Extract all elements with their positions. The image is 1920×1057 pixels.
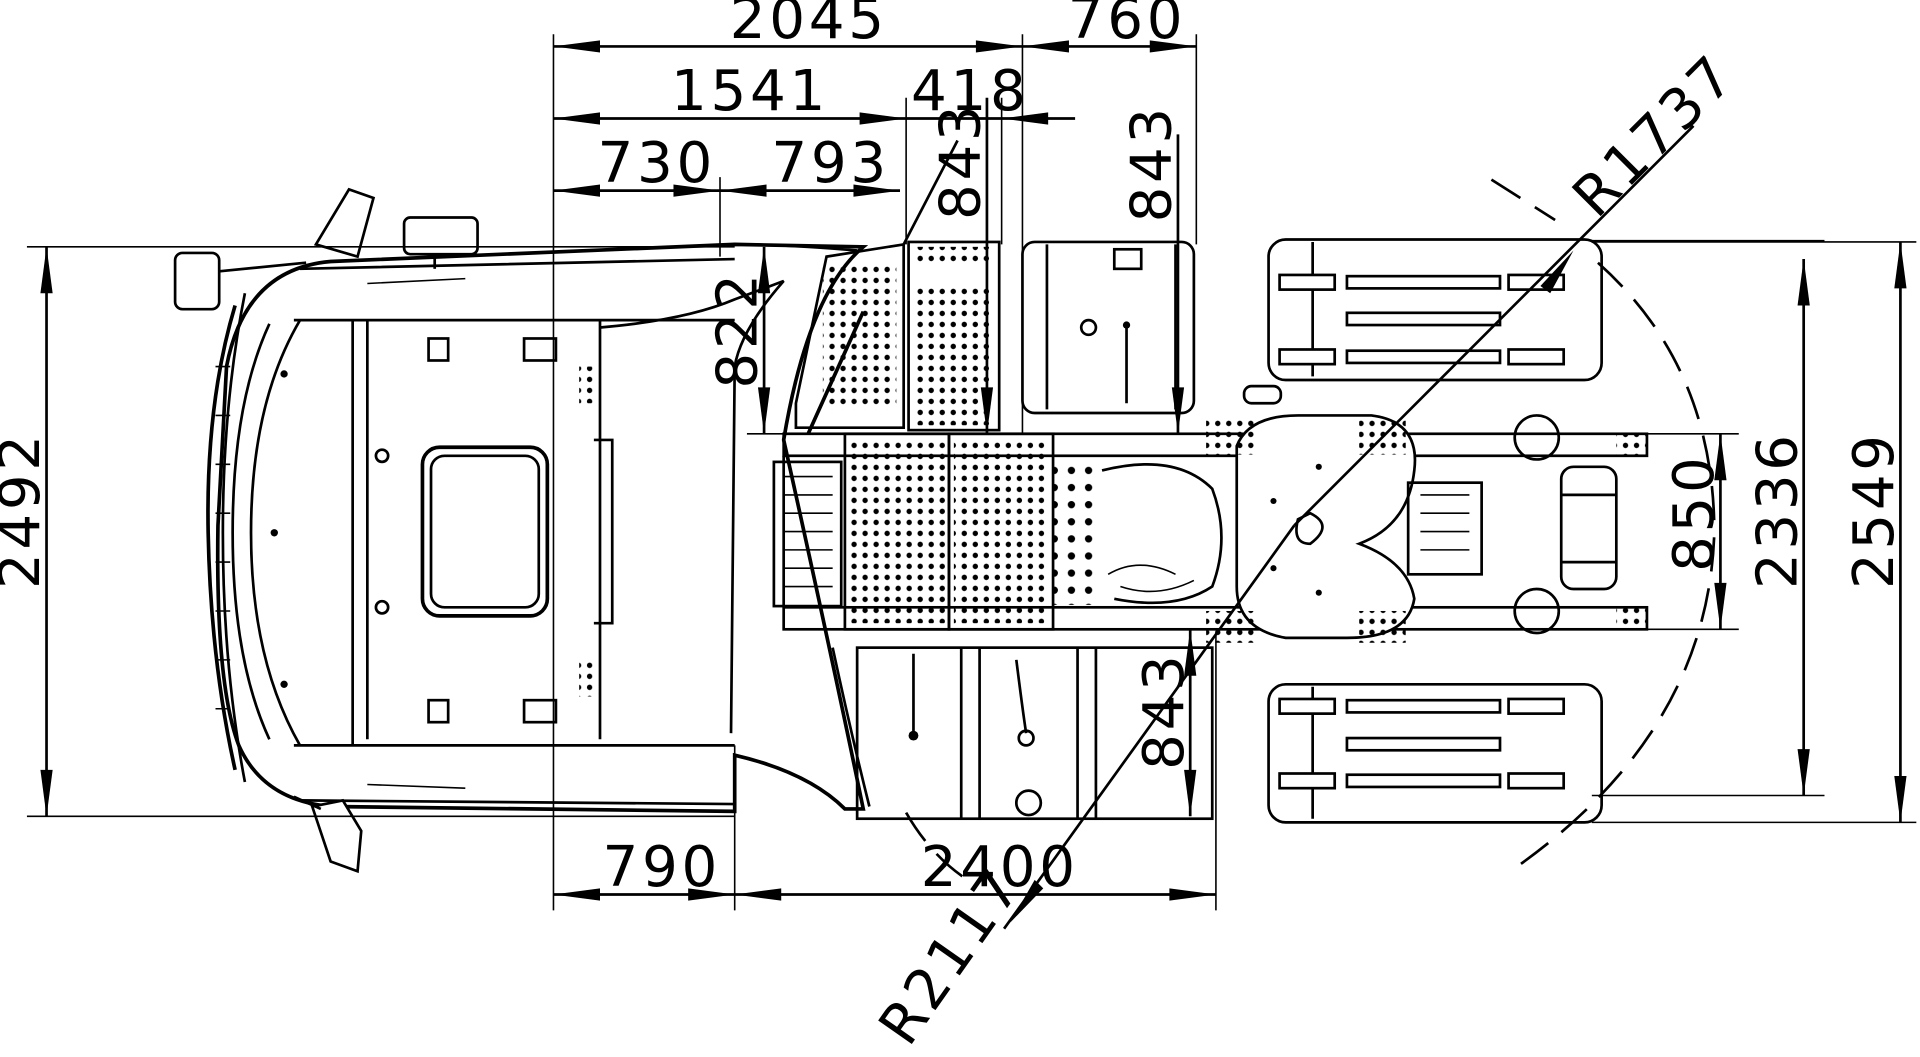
fifth-wheel (1206, 384, 1417, 643)
dim-730: 730 (598, 131, 716, 196)
mirror-right (293, 795, 363, 874)
dim-790: 790 (602, 835, 720, 900)
dim-2492: 2492 (0, 431, 53, 589)
dim-2549: 2549 (1842, 431, 1907, 589)
dim-760: 760 (1068, 0, 1186, 52)
dimension-lines (26, 34, 1917, 930)
battery-box (794, 240, 1001, 435)
dim-843-bottom: 843 (1132, 652, 1197, 770)
fuel-tank-upper (1021, 240, 1196, 415)
cab (206, 242, 869, 814)
walkway-plates (843, 432, 1096, 631)
rear-wheel-left (1267, 238, 1603, 382)
mirror-left (173, 187, 479, 311)
rear-axle (1406, 414, 1647, 635)
dim-2336: 2336 (1745, 431, 1810, 589)
fuel-tank-lower (831, 646, 1214, 821)
dim-2045: 2045 (730, 0, 888, 52)
radius-front-label: R1737 (1561, 42, 1749, 230)
rear-wheel-right (1267, 682, 1603, 824)
dim-850: 850 (1662, 454, 1727, 572)
dim-2400: 2400 (921, 835, 1079, 900)
dim-1541: 1541 (671, 59, 829, 124)
dim-843-tank: 843 (1120, 104, 1185, 222)
dim-793: 793 (771, 131, 889, 196)
engine-area (772, 460, 1223, 608)
dim-822: 822 (706, 270, 771, 388)
dim-843-top: 843 (929, 102, 994, 220)
dim-418: 418 (911, 59, 1029, 124)
